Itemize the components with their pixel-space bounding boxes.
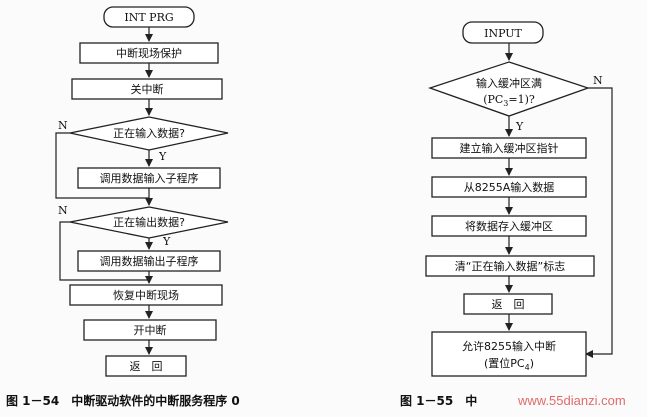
right-return-label: 返 回	[492, 298, 525, 311]
left-yes-label-2: Y	[162, 235, 171, 248]
right-enable-line1: 允许8255输入中断	[462, 339, 556, 353]
right-enable-line2-sub: 4	[525, 363, 530, 372]
left-save-context-label: 中断现场保护	[116, 46, 182, 60]
left-no-label-2: N	[58, 204, 68, 217]
right-store-data-label: 将数据存入缓冲区	[465, 219, 553, 233]
right-decision-line2-sub: 3	[503, 99, 508, 108]
left-disable-interrupts-label: 关中断	[131, 82, 164, 96]
right-decision-line2: (PC3=1)?	[483, 93, 535, 108]
right-enable-line2-tail: )	[530, 357, 534, 370]
right-caption: 图 1－55 中	[400, 393, 477, 408]
left-enable-interrupts-label: 开中断	[134, 323, 167, 337]
left-no-label-1: N	[58, 119, 68, 132]
left-start-label: INT PRG	[124, 11, 173, 24]
left-decision-outputting-label: 正在输出数据?	[113, 215, 185, 229]
left-call-output-label: 调用数据输出子程序	[100, 254, 199, 268]
right-return-box	[463, 293, 553, 315]
right-start-label: INPUT	[484, 27, 522, 40]
right-flowchart: INPUT 输入缓冲区满 (PC3=1)? N Y 建立输入缓冲区指针 从825…	[400, 21, 613, 408]
left-yes-label-1: Y	[158, 150, 167, 163]
left-return-label: 返 回	[130, 360, 163, 373]
right-decision-line2-main: (PC	[483, 93, 503, 106]
left-restore-context-box	[69, 284, 223, 306]
left-caption: 图 1－54 中断驱动软件的中断服务程序 0	[6, 393, 240, 408]
right-set-pointer-label: 建立输入缓冲区指针	[460, 141, 559, 155]
left-return-box	[105, 355, 187, 377]
right-decision-line2-tail: =1)?	[508, 93, 535, 106]
left-call-input-label: 调用数据输入子程序	[100, 171, 199, 185]
right-yes-label: Y	[515, 120, 524, 133]
right-enable-interrupt-box	[431, 331, 587, 377]
left-enable-interrupts-box	[83, 319, 217, 341]
right-decision-line1: 输入缓冲区满	[476, 76, 542, 90]
left-flowchart: INT PRG 中断现场保护 关中断 正在输入数据? N Y 调用数据输入子程序…	[6, 6, 240, 408]
right-enable-line2: (置位PC4)	[484, 356, 534, 372]
left-restore-context-label: 恢复中断现场	[113, 288, 179, 302]
watermark: www.55dianzi.com	[517, 393, 626, 408]
right-start-terminal	[462, 21, 544, 44]
right-no-label: N	[593, 74, 603, 87]
right-clear-flag-box	[425, 255, 595, 277]
left-disable-interrupts-box	[71, 78, 223, 100]
right-read-data-label: 从8255A输入数据	[464, 180, 555, 194]
left-decision-inputting-label: 正在输入数据?	[113, 126, 185, 140]
right-clear-flag-label: 清“正在输入数据”标志	[455, 259, 565, 273]
right-enable-line2-main: (置位PC	[484, 356, 525, 370]
